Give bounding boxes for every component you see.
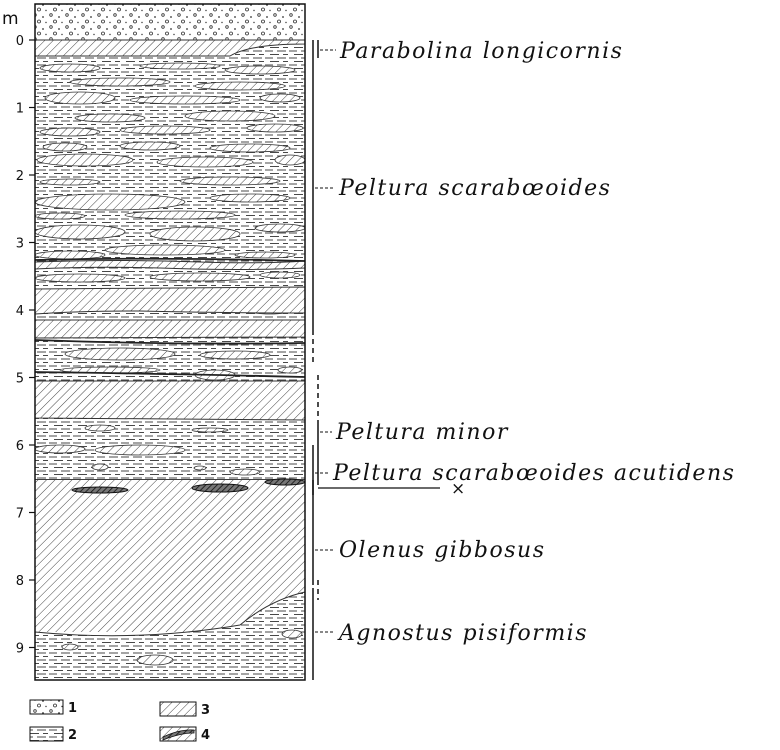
depth-tick-label: 6	[16, 439, 24, 454]
depth-tick-label: 8	[16, 574, 24, 589]
legend-item-2: 2	[30, 727, 77, 743]
legend-number: 1	[68, 701, 77, 716]
zone-name-agnostus: Agnostus pisiformis	[337, 621, 588, 646]
legend-item-3: 3	[160, 702, 210, 718]
depth-tick-label: 9	[16, 642, 24, 657]
depth-tick-label: 5	[16, 372, 24, 387]
legend-number: 4	[201, 728, 210, 743]
stratigraphic-column	[35, 4, 305, 680]
zone-name-olenus: Olenus gibbosus	[339, 538, 546, 563]
depth-tick-label: 2	[16, 169, 24, 184]
zone-name-peltura-minor: Peltura minor	[335, 420, 509, 445]
zone-brackets	[313, 40, 318, 680]
legend-swatch-sand	[30, 700, 63, 714]
depth-tick-label: 3	[16, 237, 24, 252]
zone-name-parabolina: Parabolina longicornis	[339, 39, 623, 64]
legend-item-1: 1	[30, 700, 77, 716]
depth-tick-label: 4	[16, 304, 24, 319]
depth-tick-label: 1	[16, 102, 24, 117]
legend-swatch-shale	[30, 727, 63, 741]
legend-number: 3	[201, 703, 210, 718]
legend-number: 2	[68, 728, 77, 743]
zone-name-peltura-acutidens: Peltura scarabœoides acutidens	[332, 461, 735, 486]
zone-name-peltura-scarab: Peltura scarabœoides	[338, 176, 611, 201]
depth-tick-label: 7	[16, 507, 24, 522]
legend-item-4: 4	[160, 727, 210, 743]
legend-swatch-limestone	[160, 702, 196, 716]
zone-leaders	[315, 50, 336, 632]
layer-sand-top	[35, 4, 305, 40]
depth-unit-label: m	[2, 9, 19, 29]
depth-tick-label: 0	[16, 34, 24, 49]
zone-names: Parabolina longicornis Peltura scarabœoi…	[332, 39, 735, 646]
legend: 1 2 3 4	[30, 700, 210, 743]
depth-axis: 0 1 2 3 4 5 6 7 8 9	[16, 34, 35, 657]
